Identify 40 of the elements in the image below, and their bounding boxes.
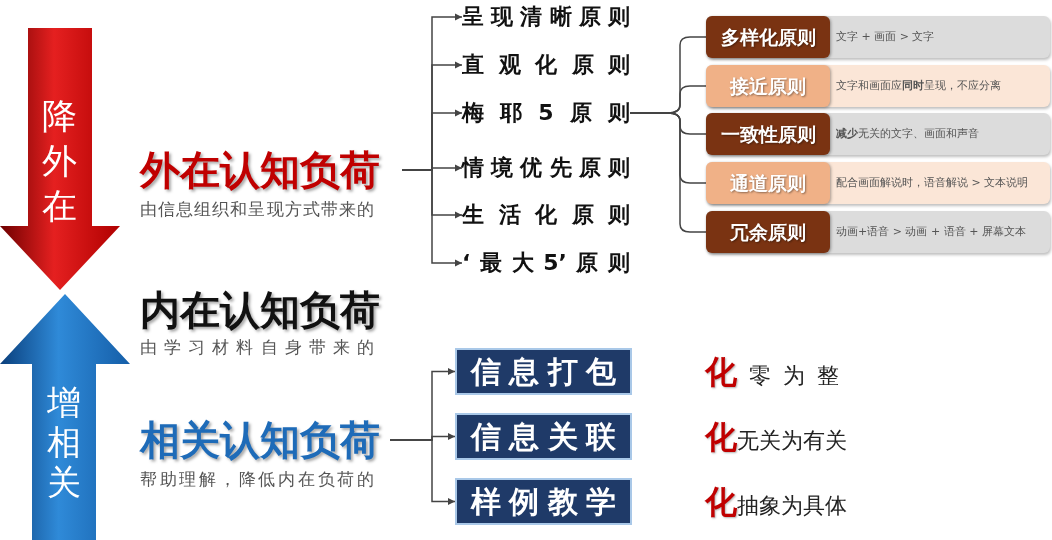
arrow-label: 降外在 [42,95,77,228]
principle-tab: 冗余原则 [706,211,830,253]
description-text: 配合画面解说时，语音解说 > 文本说明 [836,175,1029,191]
principle-text: 情境优先原则 [462,154,630,182]
up-arrow [0,294,130,540]
subtitle-text: 帮助理解，降低内在负荷的 [140,468,374,490]
note-text: 化零为整 [705,353,851,390]
process-box: 样例教学 [455,478,632,525]
principle-text: 梅耶5原则 [462,99,630,127]
arrow [389,439,456,506]
principle-text: 生活化原则 [462,201,630,229]
note-text: 化抽象为具体 [705,483,847,520]
principle-band [706,65,1050,107]
principle-tab: 通道原则 [706,162,830,204]
subtitle-text: 由信息组织和呈现方式带来的 [140,198,374,220]
description-text: 动画+语音 > 动画 + 语音 + 屏幕文本 [836,224,1026,240]
heading-text: 内在认知负荷 [140,288,380,332]
principle-band [706,211,1050,253]
arrow [401,169,463,267]
principle-band [706,113,1050,155]
description-text: 文字和画面应同时呈现，不应分离 [836,78,1001,94]
description-text: 减少无关的文字、画面和声音 [836,126,979,142]
down-arrow [0,28,120,290]
subtitle-text: 由学习材料自身带来的 [140,336,374,358]
connector-line [629,112,707,233]
principle-tab: 接近原则 [706,65,830,107]
principle-text: 呈现清晰原则 [462,3,630,31]
heading-text: 相关认知负荷 [140,418,380,462]
arrow-label: 增相关 [47,382,81,502]
process-box: 信息打包 [455,348,632,395]
principle-tab: 一致性原则 [706,113,830,155]
heading-text: 外在认知负荷 [140,148,380,192]
principle-text: 直观化原则 [462,51,630,79]
principle-band [706,162,1050,204]
principle-text: ‘最大5’原则 [462,249,630,277]
process-box: 信息关联 [455,413,632,460]
principle-band [706,16,1050,58]
note-text: 化无关为有关 [705,418,847,455]
principle-tab: 多样化原则 [706,16,830,58]
description-text: 文字 + 画面 > 文字 [836,29,935,45]
